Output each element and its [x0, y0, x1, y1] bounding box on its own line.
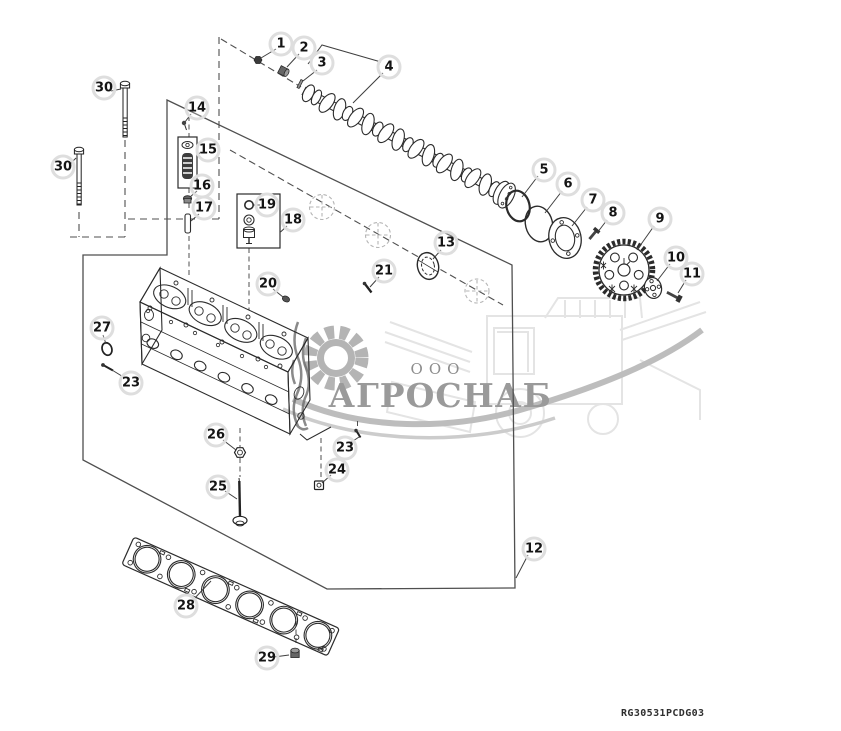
callout-2: 2: [291, 35, 317, 61]
part-stud-23-left: [101, 363, 114, 372]
part-bolt-8: [588, 226, 601, 240]
callout-11: 11: [679, 261, 705, 287]
part-valve-25: [232, 477, 248, 527]
cylinder-head: [139, 266, 332, 441]
watermark-gear-logo: [303, 325, 369, 391]
part-nut-1: [253, 56, 263, 64]
part-nut-24: [313, 480, 325, 491]
callout-30: 30: [91, 75, 117, 101]
callout-27: 27: [89, 315, 115, 341]
insertion-lines: [188, 116, 358, 646]
callout-23: 23: [118, 370, 144, 396]
part-pin-17: [184, 213, 192, 234]
callout-23: 23: [332, 435, 358, 461]
part-cap-16: [182, 195, 193, 204]
part-plate-10: [643, 276, 663, 300]
part-bolt-30-top: [119, 80, 131, 138]
camshaft-front-fasteners: [253, 56, 304, 90]
gear-retainer-parts: [643, 276, 683, 303]
part-pin-21: [362, 281, 373, 294]
callout-29: 29: [254, 645, 280, 671]
part-bolt-11: [666, 291, 683, 303]
part-nut-26: [233, 447, 247, 458]
camshaft-axis-lines: [220, 38, 504, 306]
callout-19: 19: [254, 192, 280, 218]
part-bearing-13: [416, 251, 440, 281]
part-oring-6: [524, 205, 554, 243]
part-nut-2: [277, 65, 290, 77]
head-hardware: [101, 281, 373, 658]
callout-12: 12: [521, 536, 547, 562]
callout-20: 20: [255, 271, 281, 297]
part-pin-3: [296, 78, 304, 90]
valve-train-detail: [177, 120, 198, 234]
detail-box-15: [177, 136, 198, 189]
callout-6: 6: [555, 171, 581, 197]
part-plug-27: [101, 341, 113, 357]
callout-5: 5: [531, 157, 557, 183]
callout-30: 30: [50, 154, 76, 180]
head-gasket: [122, 537, 340, 656]
camshaft-gear: [592, 238, 656, 302]
part-stud-23-right: [354, 428, 362, 439]
part-oring-19: [244, 200, 255, 211]
callout-10: 10: [663, 245, 689, 271]
cam-end-rings: [505, 189, 601, 259]
head-bolts: [73, 80, 131, 206]
watermark-company-prefix: ООО: [410, 360, 466, 378]
part-bolt-30-left: [73, 146, 85, 206]
callout-28: 28: [173, 593, 199, 619]
callout-14: 14: [184, 95, 210, 121]
callout-9: 9: [647, 206, 673, 232]
callout-13: 13: [433, 230, 459, 256]
callout-18: 18: [280, 207, 306, 233]
part-thrust-plate-7: [548, 217, 582, 259]
part-snap-ring-5: [505, 189, 531, 223]
callout-24: 24: [324, 457, 350, 483]
assembly-boundary: [82, 98, 516, 590]
callout-1: 1: [268, 31, 294, 57]
callout-25: 25: [205, 474, 231, 500]
callout-26: 26: [203, 422, 229, 448]
drawing-code: RG30531PCDG03: [621, 708, 705, 719]
part-cup-plug-29: [290, 647, 300, 658]
watermark-harvester-sketch: [384, 297, 707, 438]
callout-17: 17: [191, 195, 217, 221]
gear-lightening-marks: [600, 261, 638, 294]
callout-4: 4: [376, 54, 402, 80]
watermark-swoosh: [282, 327, 704, 440]
ghost-journals: [308, 193, 490, 304]
callout-15: 15: [195, 137, 221, 163]
callout-21: 21: [371, 258, 397, 284]
camshaft: [301, 84, 516, 209]
callout-8: 8: [600, 200, 626, 226]
callout-3: 3: [309, 50, 335, 76]
